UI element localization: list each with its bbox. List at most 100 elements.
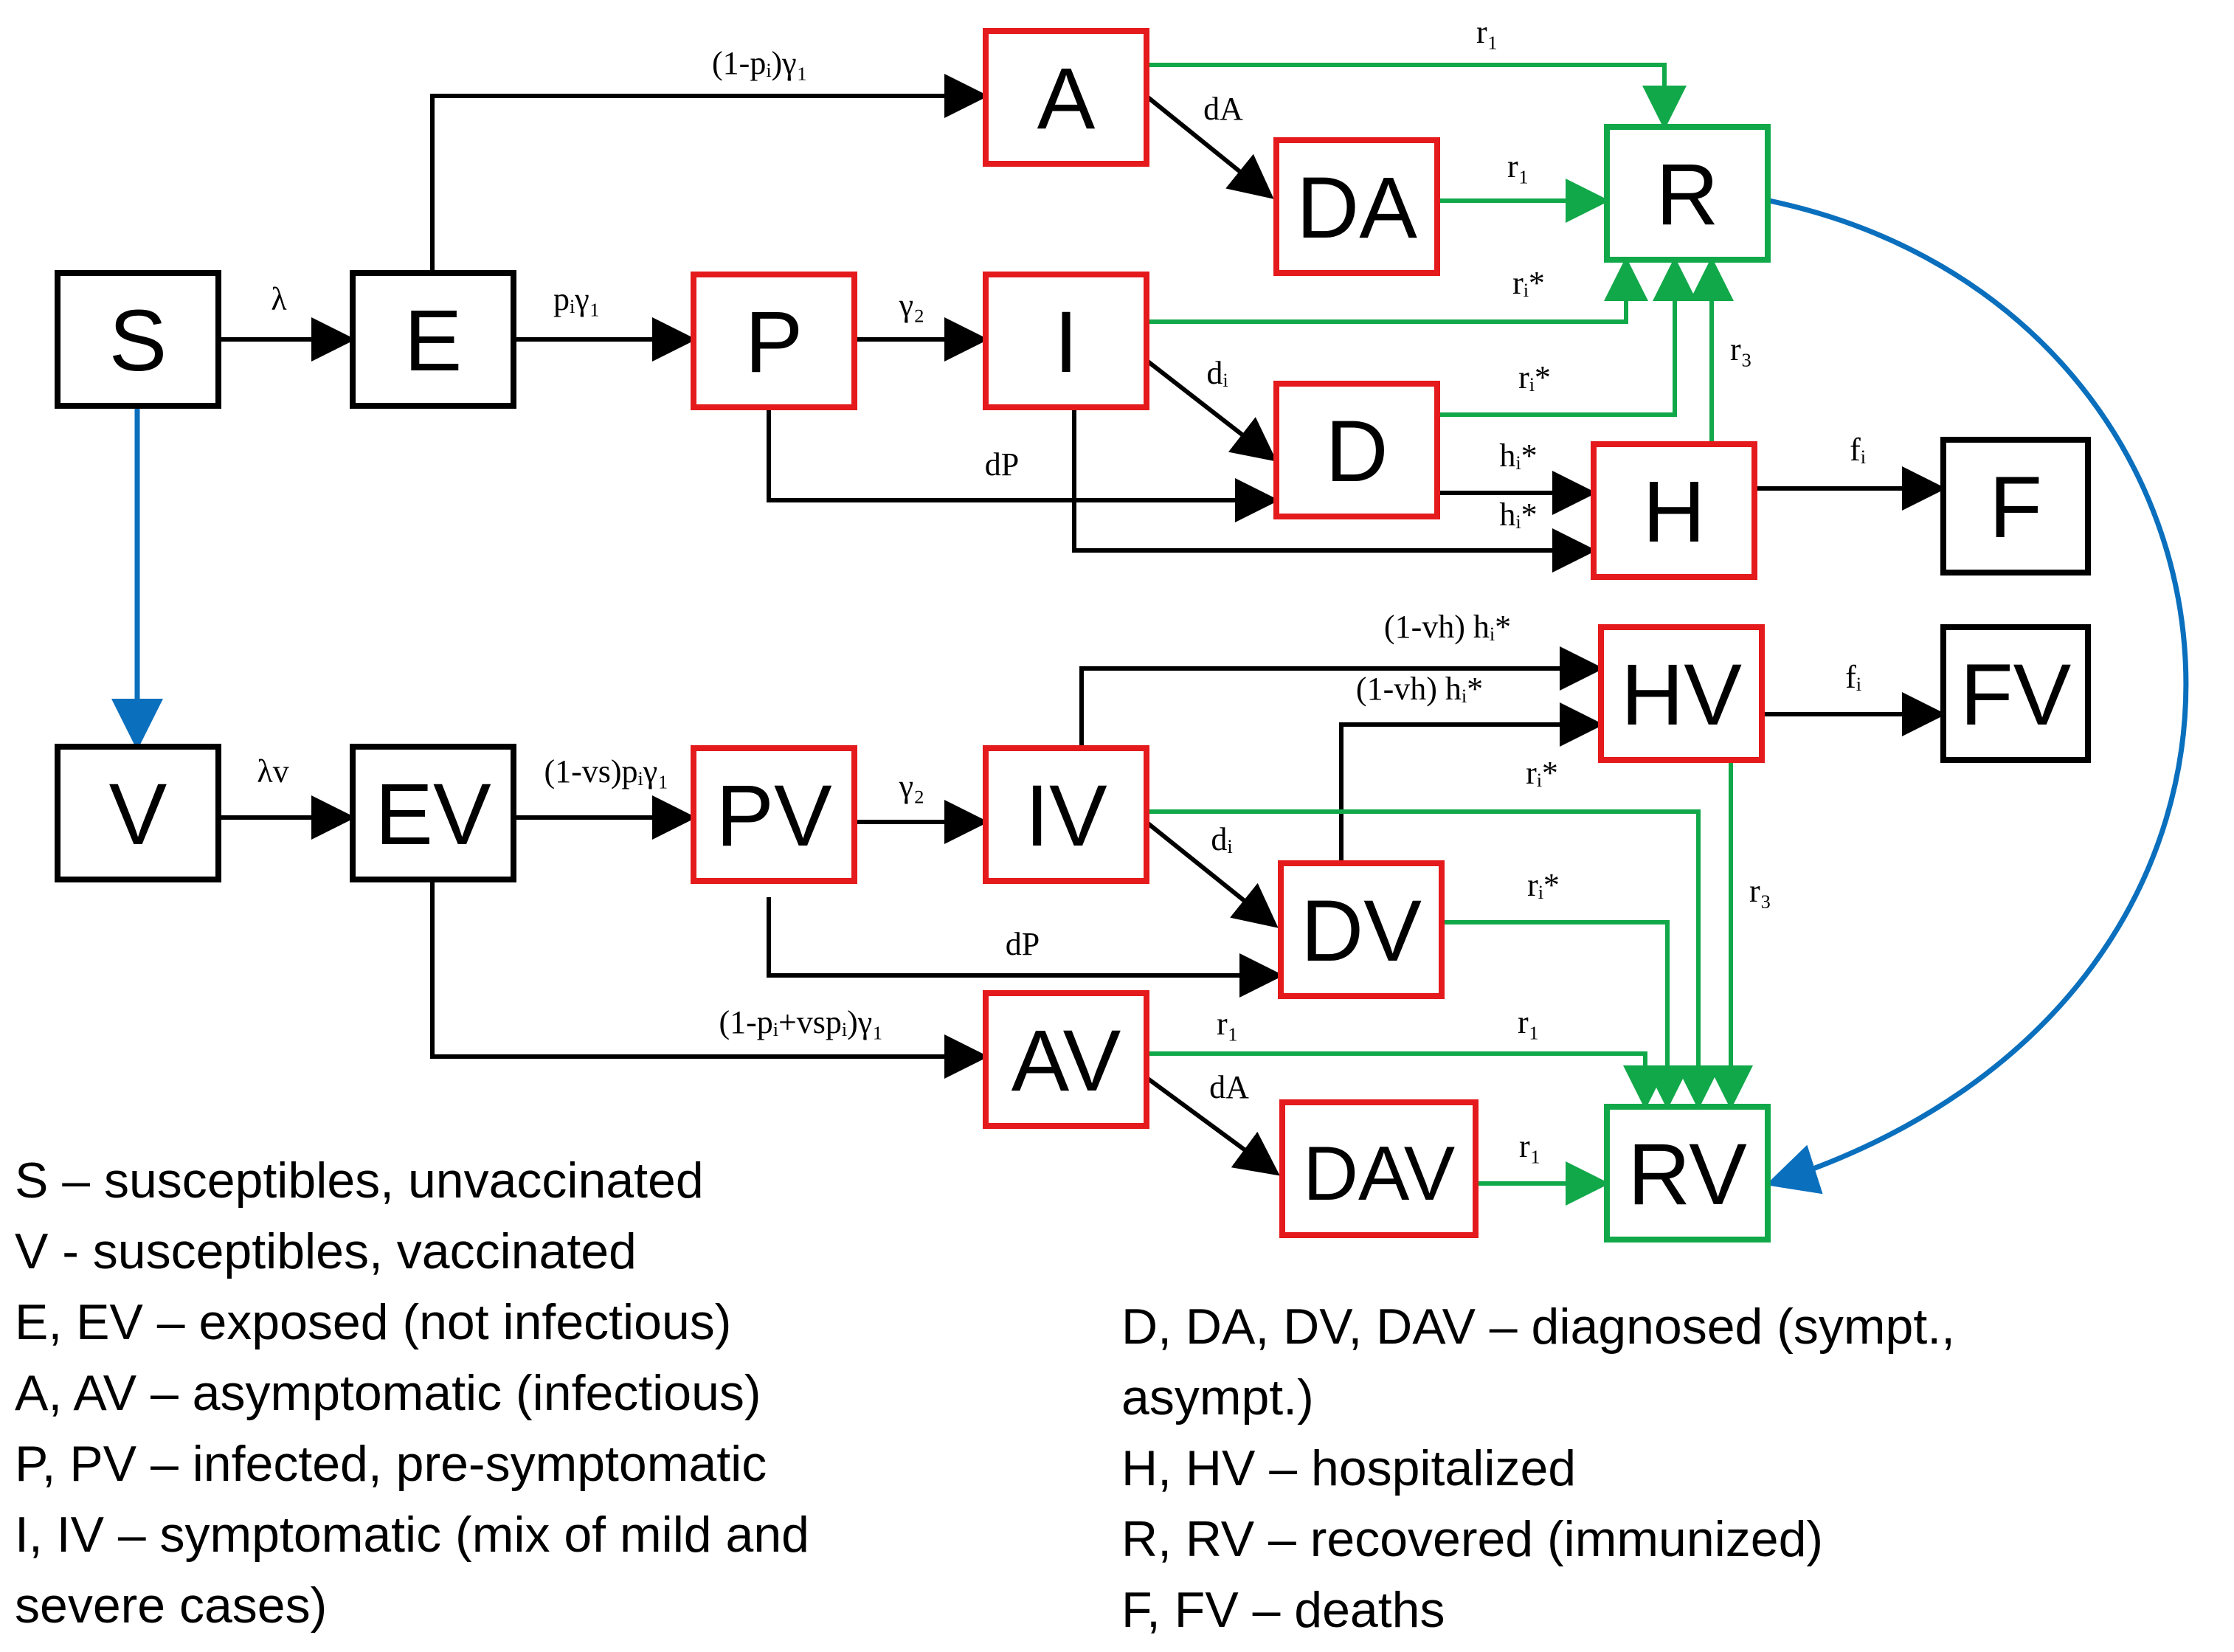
edge-iv-hv	[1079, 646, 1604, 748]
node-label-dv: DV	[1301, 882, 1422, 980]
edge-label-iv-hv: (1-vh) hᵢ*	[1384, 609, 1511, 645]
edge-label-e-a: (1-pᵢ)γ₁	[712, 45, 808, 81]
node-d: D	[1273, 381, 1440, 519]
legend-left: S – susceptibles, unvaccinated V - susce…	[15, 1145, 1062, 1641]
node-label-iv: IV	[1025, 767, 1107, 865]
node-box-hv	[1598, 624, 1765, 763]
node-v: V	[55, 744, 221, 882]
edge-label-dv-rv: rᵢ*	[1527, 867, 1560, 903]
edge-label-av-rv-near: r₁	[1518, 1004, 1540, 1040]
legend-item: I, IV – symptomatic (mix of mild and sev…	[15, 1507, 809, 1634]
node-label-r: R	[1656, 146, 1718, 243]
edge-label-a-r: r₁	[1476, 14, 1498, 50]
node-e: E	[350, 270, 516, 409]
node-label-v: V	[109, 766, 167, 863]
edge-label-pv-iv: γ₂	[899, 768, 925, 804]
node-hv: HV	[1598, 624, 1765, 763]
edge-label-iv-dv: dᵢ	[1211, 821, 1232, 857]
node-f: F	[1940, 437, 2091, 576]
edge-label-p-i: γ₂	[899, 287, 925, 323]
node-iv: IV	[983, 745, 1149, 884]
edge-iv-rv	[1148, 809, 1721, 1110]
legend-item: A, AV – asymptomatic (infectious)	[15, 1365, 761, 1421]
edges-layer	[111, 63, 2189, 1206]
node-box-s	[55, 270, 221, 409]
edge-label-h-f: fᵢ	[1850, 432, 1866, 468]
node-h: H	[1591, 441, 1757, 580]
edge-label-d-r: rᵢ*	[1518, 359, 1551, 395]
node-label-p: P	[745, 294, 803, 391]
edge-label-e-p: pᵢγ₁	[553, 281, 601, 317]
edge-label-a-da: dA	[1203, 91, 1243, 127]
node-box-d	[1273, 381, 1440, 519]
node-da: DA	[1273, 137, 1440, 276]
node-fv: FV	[1940, 624, 2091, 763]
legend-item: S – susceptibles, unvaccinated	[15, 1152, 704, 1209]
edge-iv-dv	[1147, 821, 1279, 928]
node-box-dv	[1278, 860, 1445, 999]
edge-label-dv-hv: (1-vh) hᵢ*	[1356, 671, 1483, 707]
node-dav: DAV	[1279, 1099, 1479, 1238]
edge-label-h-r: r₃	[1730, 331, 1752, 367]
node-box-dav	[1279, 1099, 1479, 1238]
edge-label-av-dav: dA	[1209, 1069, 1249, 1105]
edge-label-da-r: r₁	[1507, 148, 1529, 184]
edge-d-r	[1439, 257, 1697, 417]
node-label-e: E	[404, 292, 463, 390]
edge-p-d	[767, 407, 1279, 522]
legend-item: F, FV – deaths	[1121, 1582, 1445, 1638]
node-box-fv	[1940, 624, 2091, 763]
edge-pv-dv	[767, 897, 1284, 998]
node-label-av: AV	[1011, 1012, 1121, 1110]
node-label-da: DA	[1296, 159, 1417, 257]
edge-i-h	[1072, 407, 1597, 573]
edge-ev-av	[430, 879, 989, 1079]
node-box-f	[1940, 437, 2091, 576]
legend-item: H, HV – hospitalized	[1121, 1440, 1577, 1496]
node-box-da	[1273, 137, 1440, 276]
edge-label-s-e: λ	[271, 281, 287, 317]
edge-av-dav	[1147, 1076, 1280, 1176]
node-box-p	[691, 272, 857, 410]
node-label-h: H	[1642, 463, 1705, 561]
node-label-fv: FV	[1960, 646, 2072, 744]
edge-label-hv-rv: r₃	[1749, 873, 1771, 909]
edge-label-hv-fv: fᵢ	[1845, 659, 1861, 695]
edge-e-a	[430, 74, 989, 273]
edge-dv-hv	[1339, 702, 1604, 863]
node-box-e	[350, 270, 516, 409]
node-ev: EV	[350, 744, 516, 882]
node-rv: RV	[1604, 1104, 1771, 1243]
edge-label-av-rv: r₁	[1217, 1006, 1239, 1042]
node-av: AV	[983, 990, 1149, 1129]
legend-item: E, EV – exposed (not infectious)	[15, 1294, 732, 1350]
edge-label-dav-rv: r₁	[1519, 1128, 1541, 1164]
node-pv: PV	[691, 745, 857, 884]
node-r: R	[1604, 124, 1771, 263]
legend-item: P, PV – infected, pre-symptomatic	[15, 1436, 767, 1492]
node-s: S	[55, 270, 221, 409]
node-box-h	[1591, 441, 1757, 580]
edge-dv-rv	[1442, 920, 1690, 1110]
legend-right: D, DA, DV, DAV – diagnosed (sympt., asym…	[1121, 1291, 2213, 1645]
node-box-pv	[691, 745, 857, 884]
node-box-rv	[1604, 1104, 1771, 1243]
edge-i-r	[1148, 257, 1648, 324]
node-label-d: D	[1325, 403, 1388, 500]
edge-label-ev-pv: (1-vs)pᵢγ₁	[544, 753, 668, 789]
edge-label-i-h: hᵢ*	[1499, 497, 1537, 533]
node-dv: DV	[1278, 860, 1445, 999]
node-label-dav: DAV	[1303, 1131, 1455, 1217]
edge-r-rv	[1766, 198, 2189, 1195]
node-box-r	[1604, 124, 1771, 263]
node-label-s: S	[109, 292, 167, 390]
edge-label-d-h: hᵢ*	[1499, 438, 1537, 474]
node-a: A	[983, 28, 1149, 167]
node-label-f: F	[1989, 459, 2042, 556]
legend-item: V - susceptibles, vaccinated	[15, 1223, 637, 1279]
edge-label-i-r: rᵢ*	[1512, 265, 1545, 301]
node-box-av	[983, 990, 1149, 1129]
